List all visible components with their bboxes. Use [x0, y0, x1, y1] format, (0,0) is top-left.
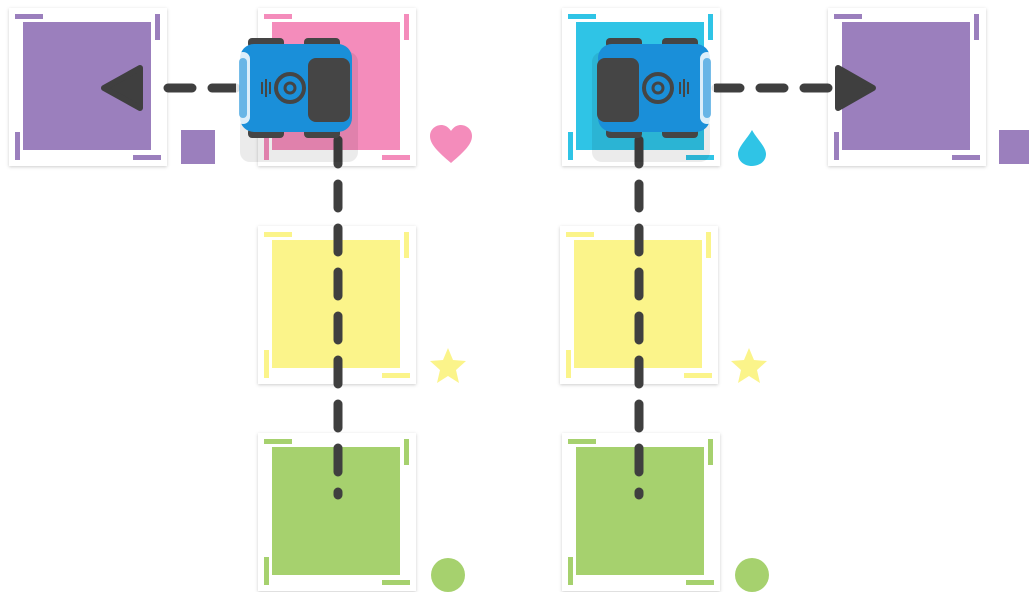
tile-fill	[574, 240, 702, 368]
corner-mark	[834, 14, 862, 19]
square-icon	[999, 130, 1029, 164]
path-left-horizontal	[104, 68, 236, 108]
corner-mark	[264, 439, 292, 444]
corner-mark	[568, 439, 596, 444]
corner-mark	[404, 232, 409, 258]
corner-mark	[568, 557, 573, 585]
corner-mark	[684, 373, 712, 378]
corner-mark	[974, 14, 979, 40]
corner-mark	[264, 232, 292, 237]
corner-mark	[834, 132, 839, 160]
path-right-horizontal	[716, 68, 873, 108]
corner-mark	[382, 373, 410, 378]
star-icon	[731, 348, 767, 383]
corner-mark	[264, 14, 292, 19]
robot-battery	[597, 58, 639, 122]
corner-mark	[155, 14, 160, 40]
drop-icon	[738, 130, 766, 166]
corner-mark	[404, 14, 409, 40]
robot-left[interactable]	[236, 38, 358, 162]
star-icon	[430, 348, 466, 383]
robot-battery	[308, 58, 350, 122]
corner-mark	[708, 439, 713, 465]
circle-icon	[735, 558, 769, 592]
corner-mark	[382, 580, 410, 585]
corner-mark	[686, 580, 714, 585]
corner-mark	[404, 439, 409, 465]
corner-mark	[566, 350, 571, 378]
square-icon	[181, 130, 215, 164]
corner-mark	[15, 14, 43, 19]
corner-mark	[566, 232, 594, 237]
corner-mark	[708, 14, 713, 40]
circle-icon	[431, 558, 465, 592]
corner-mark	[382, 155, 410, 160]
corner-mark	[568, 132, 573, 160]
corner-mark	[264, 350, 269, 378]
corner-mark	[264, 557, 269, 585]
robot-right[interactable]	[592, 38, 714, 162]
tile-fill	[272, 240, 400, 368]
corner-mark	[706, 232, 711, 258]
heart-icon	[430, 125, 472, 163]
corner-mark	[952, 155, 980, 160]
corner-mark	[133, 155, 161, 160]
corner-mark	[15, 132, 20, 160]
corner-mark	[568, 14, 596, 19]
tile-purple-left[interactable]	[9, 8, 167, 166]
